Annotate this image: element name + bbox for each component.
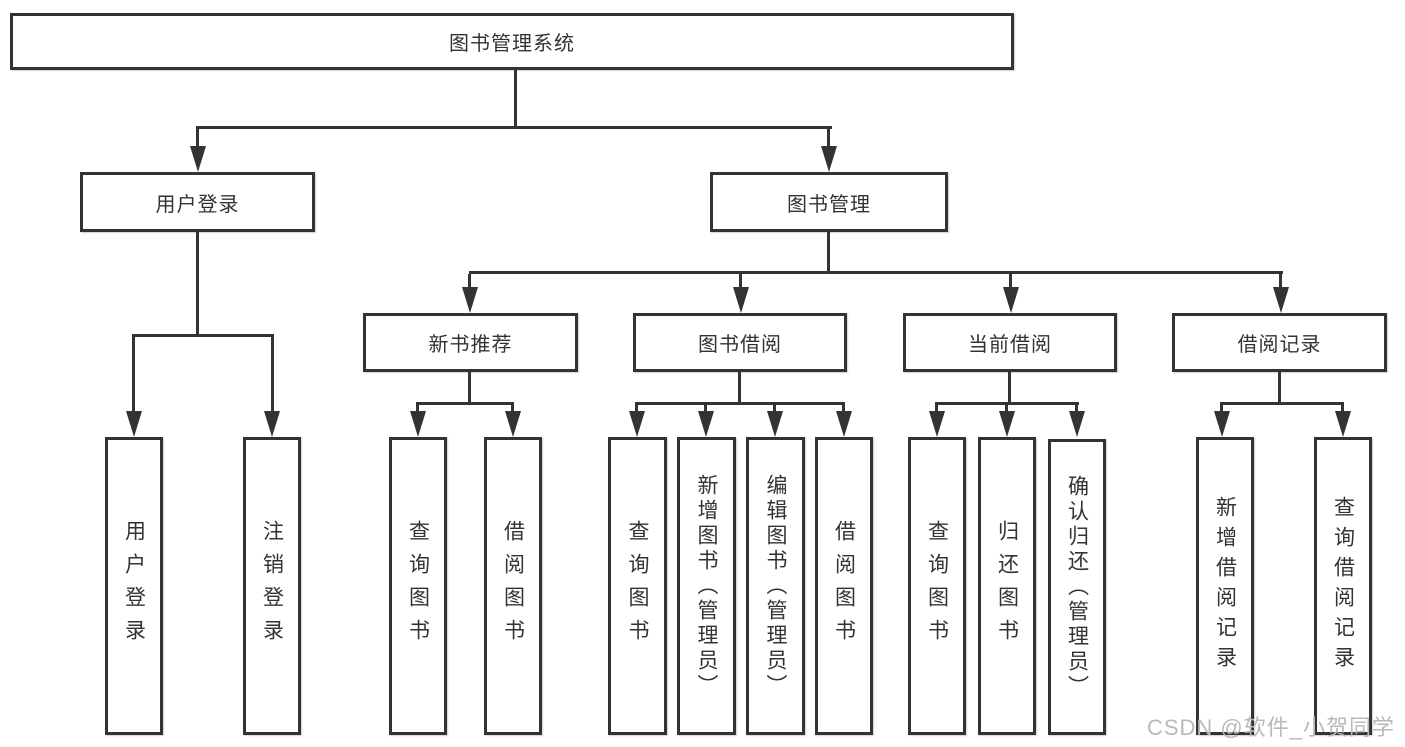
- node-label: 图书借阅: [698, 334, 782, 356]
- connector-v: [468, 274, 471, 288]
- node-current-borrowing: 当前借阅: [903, 313, 1117, 372]
- connector-v: [827, 129, 830, 147]
- connector-v: [1279, 274, 1282, 288]
- connector-v: [739, 274, 742, 288]
- connector-v: [773, 405, 776, 413]
- arrowhead-down-icon: [505, 411, 521, 437]
- connector-v: [738, 372, 741, 405]
- leaf-query-books-borrow: 查询图书: [608, 437, 667, 735]
- node-label: 用户登录: [155, 193, 240, 216]
- arrowhead-down-icon: [836, 411, 852, 437]
- node-label: 图书管理系统: [449, 33, 575, 55]
- arrowhead-down-icon: [733, 287, 749, 313]
- csdn-watermark: CSDN @软件_小贺同学: [1146, 715, 1395, 740]
- connector-v: [827, 232, 830, 274]
- arrowhead-down-icon: [999, 411, 1015, 437]
- leaf-label: 查询图书: [626, 520, 649, 652]
- node-label: 当前借阅: [968, 334, 1052, 356]
- connector-h: [132, 334, 274, 337]
- node-label: 图书管理: [787, 193, 871, 216]
- arrowhead-down-icon: [410, 411, 426, 437]
- connector-h: [935, 402, 1079, 405]
- connector-v: [704, 405, 707, 413]
- connector-v: [132, 337, 135, 412]
- arrowhead-down-icon: [264, 411, 280, 437]
- leaf-label: 借阅图书: [832, 520, 856, 652]
- connector-h: [196, 126, 832, 129]
- leaf-add-borrow-record: 新增借阅记录: [1196, 437, 1254, 735]
- leaf-logout: 注销登录: [243, 437, 301, 735]
- leaf-confirm-return-admin: 确认归还（管理员）: [1048, 439, 1106, 735]
- arrowhead-down-icon: [767, 411, 783, 437]
- connector-v: [1009, 274, 1012, 288]
- leaf-label: 归还图书: [995, 520, 1019, 652]
- leaf-label: 编辑图书（管理员）: [764, 473, 787, 699]
- connector-v: [1341, 405, 1344, 413]
- leaf-label: 新增借阅记录: [1213, 496, 1237, 676]
- connector-v: [271, 337, 274, 412]
- leaf-query-borrow-record: 查询借阅记录: [1314, 437, 1372, 735]
- arrowhead-down-icon: [190, 146, 206, 172]
- connector-v: [514, 70, 517, 129]
- arrowhead-down-icon: [1069, 411, 1085, 437]
- connector-v: [511, 405, 514, 413]
- node-library-management-system: 图书管理系统: [10, 13, 1014, 70]
- connector-v: [196, 129, 199, 147]
- connector-v: [196, 232, 199, 337]
- arrowhead-down-icon: [821, 146, 837, 172]
- leaf-label: 查询图书: [925, 520, 949, 652]
- connector-v: [635, 405, 638, 413]
- leaf-return-books: 归还图书: [978, 437, 1036, 735]
- arrowhead-down-icon: [1214, 411, 1230, 437]
- leaf-borrow-books-recommend: 借阅图书: [484, 437, 542, 735]
- node-borrowing-records: 借阅记录: [1172, 313, 1387, 372]
- connector-v: [468, 372, 471, 405]
- node-label: 借阅记录: [1237, 334, 1322, 356]
- node-new-book-recommendation: 新书推荐: [363, 313, 578, 372]
- node-user-login: 用户登录: [80, 172, 315, 232]
- leaf-query-books-recommend: 查询图书: [389, 437, 447, 735]
- arrowhead-down-icon: [629, 411, 645, 437]
- node-book-borrowing: 图书借阅: [633, 313, 847, 372]
- connector-v: [416, 405, 419, 413]
- connector-v: [1005, 405, 1008, 413]
- leaf-borrow-books-borrow: 借阅图书: [815, 437, 873, 735]
- leaf-label: 新增图书（管理员）: [695, 473, 718, 699]
- node-label: 新书推荐: [428, 334, 513, 356]
- connector-v: [1220, 405, 1223, 413]
- arrowhead-down-icon: [462, 287, 478, 313]
- leaf-query-books-current: 查询图书: [908, 437, 966, 735]
- arrowhead-down-icon: [698, 411, 714, 437]
- leaf-user-login: 用户登录: [105, 437, 163, 735]
- connector-h: [469, 271, 1283, 274]
- connector-h: [416, 402, 514, 405]
- arrowhead-down-icon: [929, 411, 945, 437]
- leaf-edit-book-admin: 编辑图书（管理员）: [746, 437, 805, 735]
- arrowhead-down-icon: [1273, 287, 1289, 313]
- leaf-label: 确认归还（管理员）: [1065, 474, 1089, 700]
- leaf-label: 注销登录: [260, 520, 284, 652]
- connector-v: [1075, 405, 1078, 413]
- leaf-label: 借阅图书: [501, 520, 525, 652]
- connector-v: [842, 405, 845, 413]
- leaf-label: 用户登录: [122, 520, 146, 652]
- leaf-label: 查询借阅记录: [1331, 496, 1355, 676]
- leaf-add-book-admin: 新增图书（管理员）: [677, 437, 736, 735]
- leaf-label: 查询图书: [406, 520, 430, 652]
- connector-h: [635, 402, 845, 405]
- arrowhead-down-icon: [1003, 287, 1019, 313]
- connector-v: [1008, 372, 1011, 405]
- connector-v: [935, 405, 938, 413]
- connector-v: [1278, 372, 1281, 405]
- arrowhead-down-icon: [1335, 411, 1351, 437]
- node-book-management: 图书管理: [710, 172, 948, 232]
- connector-h: [1220, 402, 1344, 405]
- arrowhead-down-icon: [126, 411, 142, 437]
